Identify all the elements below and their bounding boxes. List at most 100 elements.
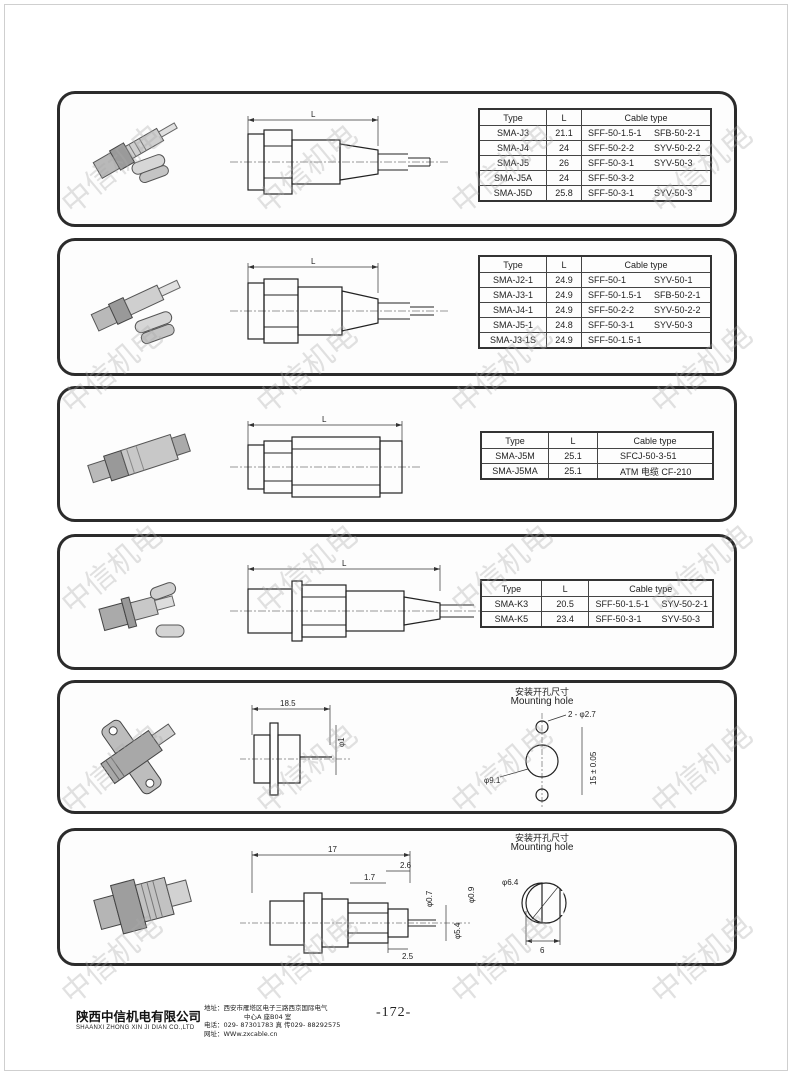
cell-l: 26 (546, 155, 582, 171)
dimension-label-l: L (311, 110, 316, 119)
cell-cable: SFF-50-3-1 SYV-50-3 (588, 611, 714, 628)
connector-drawing: 17 2.6 1.7 φ0.7 φ0.9 φ5.4 2.5 (240, 845, 476, 961)
col-l: L (540, 579, 590, 597)
cable-1: ATM 电缆 CF-210 (620, 466, 692, 477)
connector-photo (100, 719, 176, 795)
dimension-label-holes: 2 - φ2.7 (568, 710, 596, 719)
dimension-label-length: 17 (328, 845, 337, 854)
cable-2: SYV-50-2-2 (654, 305, 701, 315)
connector-photo (90, 279, 181, 345)
connector-drawing: 18.5 φ1 (240, 699, 350, 796)
cable-1: SFF-50-3-1 (588, 158, 635, 168)
dimension-label-bore: φ9.1 (484, 776, 501, 785)
cable-1: SFF-50-1.5-1 (588, 335, 642, 345)
cell-type: SMA-J3 (478, 125, 547, 141)
cell-type: SMA-K5 (480, 611, 542, 628)
connector-photo (87, 433, 191, 484)
cell-cable: ATM 电缆 CF-210 (597, 463, 714, 480)
cell-type: SMA-J4-1 (478, 302, 547, 318)
cable-2: SFB-50-2-1 (654, 128, 701, 138)
cell-cable: SFF-50-3-1 SYV-50-3 (581, 317, 712, 333)
cell-type: SMA-K3 (480, 596, 542, 612)
cell-l: 24.9 (546, 332, 582, 349)
product-panel-bulkhead-jack: 17 2.6 1.7 φ0.7 φ0.9 φ5.4 2.5 安装开孔尺寸 Mou… (57, 828, 737, 966)
dimension-label-hole: φ6.4 (502, 878, 519, 887)
mounting-hole-title: 安装开孔尺寸 Mounting hole (492, 833, 592, 853)
cell-l: 20.5 (540, 596, 590, 612)
cable-2: SYV-50-3 (654, 320, 693, 330)
dimension-label-l: L (322, 415, 327, 424)
mounting-hole-title: 安装开孔尺寸 Mounting hole (492, 687, 592, 707)
cable-2: SYV-50-3 (654, 158, 693, 168)
col-l: L (548, 431, 598, 449)
website-line: 网址：WWw.zxcable.cn (204, 1029, 278, 1038)
dimension-label-flat: 6 (540, 946, 545, 955)
cell-l: 24.8 (546, 317, 582, 333)
cable-2: SYV-50-2-2 (654, 143, 701, 153)
mounting-hole-drawing: 2 - φ2.7 15 ± 0.05 φ9.1 (484, 710, 598, 807)
connector-drawing: L (230, 415, 420, 498)
company-name-cn: 陕西中信机电有限公司 (76, 1009, 202, 1024)
col-type: Type (478, 255, 547, 273)
col-type: Type (478, 108, 547, 126)
page-footer: 陕西中信机电有限公司 SHAANXI ZHONG XIN JI DIAN CO.… (0, 1004, 794, 1044)
mounting-title-cn: 安装开孔尺寸 (514, 833, 569, 843)
cell-l: 25.1 (548, 463, 598, 480)
cell-type: SMA-J4 (478, 140, 547, 156)
cell-l: 23.4 (540, 611, 590, 628)
address-line-2: 中心A 座B04 室 (244, 1012, 292, 1021)
mounting-title-en: Mounting hole (510, 842, 574, 853)
dimension-label-phi5-4: φ5.4 (453, 922, 462, 939)
page-border (4, 4, 788, 1071)
cable-1: SFF-50-3-1 (595, 614, 642, 624)
cable-1: SFF-50-1.5-1 (588, 128, 642, 138)
col-cable-type: Cable type (581, 255, 712, 273)
cell-l: 25.1 (548, 448, 598, 464)
cell-type: SMA-J5-1 (478, 317, 547, 333)
cable-1: SFF-50-3-1 (588, 188, 635, 198)
cell-type: SMA-J5D (478, 185, 547, 202)
cable-1: SFF-50-1.5-1 (588, 290, 642, 300)
cell-type: SMA-J5 (478, 155, 547, 171)
cell-l: 24.9 (546, 272, 582, 288)
col-cable-type: Cable type (597, 431, 714, 449)
company-name-en: SHAANXI ZHONG XIN JI DIAN CO.,LTD (76, 1025, 195, 1031)
col-type: Type (480, 431, 549, 449)
cell-l: 21.1 (546, 125, 582, 141)
cable-1: SFF-50-2-2 (588, 143, 635, 153)
dimension-label-l: L (342, 559, 347, 568)
cell-cable: SFF-50-1.5-1 SFB-50-2-1 (581, 125, 712, 141)
cable-2: SYV-50-3 (661, 614, 700, 624)
cell-l: 24.9 (546, 287, 582, 303)
cell-type: SMA-J5M (480, 448, 549, 464)
col-cable-type: Cable type (588, 579, 714, 597)
connector-photo (92, 122, 178, 184)
mounting-hole-drawing: φ6.4 6 (502, 878, 567, 955)
cable-1: SFF-50-3-1 (588, 320, 635, 330)
cell-l: 24 (546, 140, 582, 156)
dimension-label-1-7: 1.7 (364, 873, 376, 882)
dimension-label-2-5: 2.5 (402, 952, 414, 961)
cell-type: SMA-J5A (478, 170, 547, 186)
col-l: L (546, 108, 582, 126)
cell-type: SMA-J3-1S (478, 332, 547, 349)
dimension-label-l: L (311, 257, 316, 266)
